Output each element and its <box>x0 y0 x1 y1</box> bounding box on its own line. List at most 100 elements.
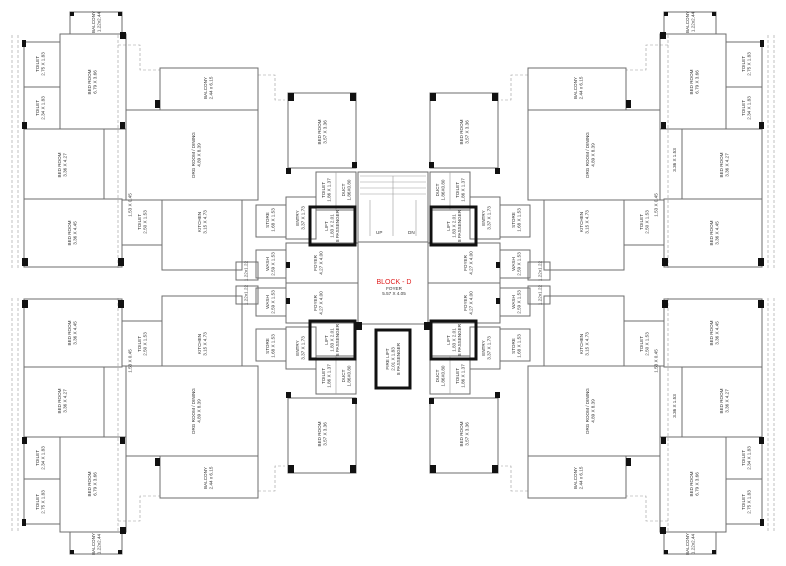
room-label-line: 1.86X0.80 <box>440 365 445 386</box>
room-label-line: DRG ROOM / DINING <box>191 132 196 178</box>
room-label-line: FIRE LIFT <box>385 348 390 369</box>
room-label-line: 1.86 X 1.37 <box>460 178 465 202</box>
room-label-line: 1.22x1.22 <box>538 260 543 281</box>
room-label-line: TOILET <box>137 214 142 230</box>
room-label-line: 2.44 x 6.15 <box>208 466 213 489</box>
room-label-line: 1.22x1.22 <box>244 260 249 281</box>
room-label-line: LIFT <box>446 335 451 345</box>
room-label-line: 1.22x2.44 <box>690 11 695 32</box>
room-label-line: 1.22x1.22 <box>538 284 543 305</box>
room-label-line: DUCT <box>341 369 346 382</box>
room-label-line: 2.59 X 1.53 <box>516 290 521 314</box>
room-label-line: 1.68 X 1.53 <box>270 208 275 232</box>
room-label-line: TOILET <box>741 100 746 116</box>
room-label-line: BED ROOM <box>459 421 464 446</box>
room-label-line: 3.36 X 4.45 <box>72 321 77 345</box>
room-label-line: 1.53 X 0.45 <box>128 349 133 373</box>
room-label-line: FOYER <box>313 294 318 311</box>
room-label-line: STORE <box>511 338 516 354</box>
room-label-line: 1.22x1.22 <box>244 284 249 305</box>
room-label-line: 8 PASSENGER <box>335 209 340 242</box>
room-label-line: BED ROOM <box>317 119 322 144</box>
room-label-small-room-tl: 1.22x1.22 <box>244 260 249 281</box>
room-label-line: 4.89 X 8.39 <box>590 143 595 167</box>
room-label-line: 1.86X0.80 <box>346 179 351 200</box>
room-label-line: 1.53 X 0.45 <box>654 349 659 373</box>
room-label-line: 2.34 X 1.83 <box>40 446 45 470</box>
room-label-line: 2.75 X 1.83 <box>40 490 45 514</box>
room-label-line: DUCT <box>435 183 440 196</box>
room-label-line: 2.34 X 1.83 <box>40 96 45 120</box>
room-label-line: 2.50 X 1.53 <box>142 210 147 234</box>
room-label-side-dim-br: 1.53 X 0.45 <box>654 349 659 373</box>
room-label-line: BALCONY <box>91 533 96 555</box>
room-label-line: 1.22x2.44 <box>690 533 695 554</box>
room-label-line: DRG ROOM / DINING <box>585 132 590 178</box>
room-label-small-room-br: 1.22x1.22 <box>538 284 543 305</box>
room-label-line: KITCHEN <box>579 212 584 232</box>
room-label-side-dim-tl: 1.53 X 0.45 <box>128 193 133 217</box>
block-title: BLOCK - D <box>376 279 411 286</box>
room-label-line: FOYER <box>463 254 468 271</box>
room-label-line: KITCHEN <box>197 334 202 354</box>
room-label-line: 1.83 X 2.01 <box>330 214 335 238</box>
room-label-line: 6.79 X 3.66 <box>92 472 97 496</box>
central-foyer <box>357 241 429 325</box>
room-label-line: ENTRY <box>295 210 300 226</box>
room-label-line: LIFT <box>324 335 329 345</box>
fire-lift <box>374 328 412 390</box>
room-label-line: 1.68 X 1.53 <box>516 208 521 232</box>
room-label-line: 2.59 X 1.53 <box>270 252 275 276</box>
room-label-line: BED ROOM <box>317 421 322 446</box>
room-label-line: TOILET <box>137 336 142 352</box>
room-label-line: ENTRY <box>481 210 486 226</box>
room-label-line: 4.27 X 4.00 <box>318 251 323 275</box>
room-label-line: 3.15 X 4.73 <box>584 210 589 234</box>
room-label-line: BED ROOM <box>459 119 464 144</box>
room-label-line: KITCHEN <box>579 334 584 354</box>
room-label-line: 8 PASSENGER <box>335 323 340 356</box>
room-label-line: 1.68 X 1.53 <box>516 334 521 358</box>
room-label-line: 1.68 X 1.53 <box>270 334 275 358</box>
room-label-line: BED ROOM <box>87 471 92 496</box>
room-label-line: 1.86X0.80 <box>440 179 445 200</box>
room-label-line: 3.15 X 4.73 <box>584 332 589 356</box>
room-label-line: LIFT <box>446 221 451 231</box>
room-label-line: 3.37 X 1.73 <box>300 336 305 360</box>
room-label-line: TOILET <box>35 450 40 466</box>
room-label-line: 3.36 X 4.45 <box>714 321 719 345</box>
room-label-line: 2.44 x 6.15 <box>578 466 583 489</box>
room-label-line: 6.79 X 3.66 <box>92 70 97 94</box>
room-label-line: 3.36 X 4.27 <box>62 153 67 177</box>
room-label-line: 1.86X0.80 <box>346 365 351 386</box>
